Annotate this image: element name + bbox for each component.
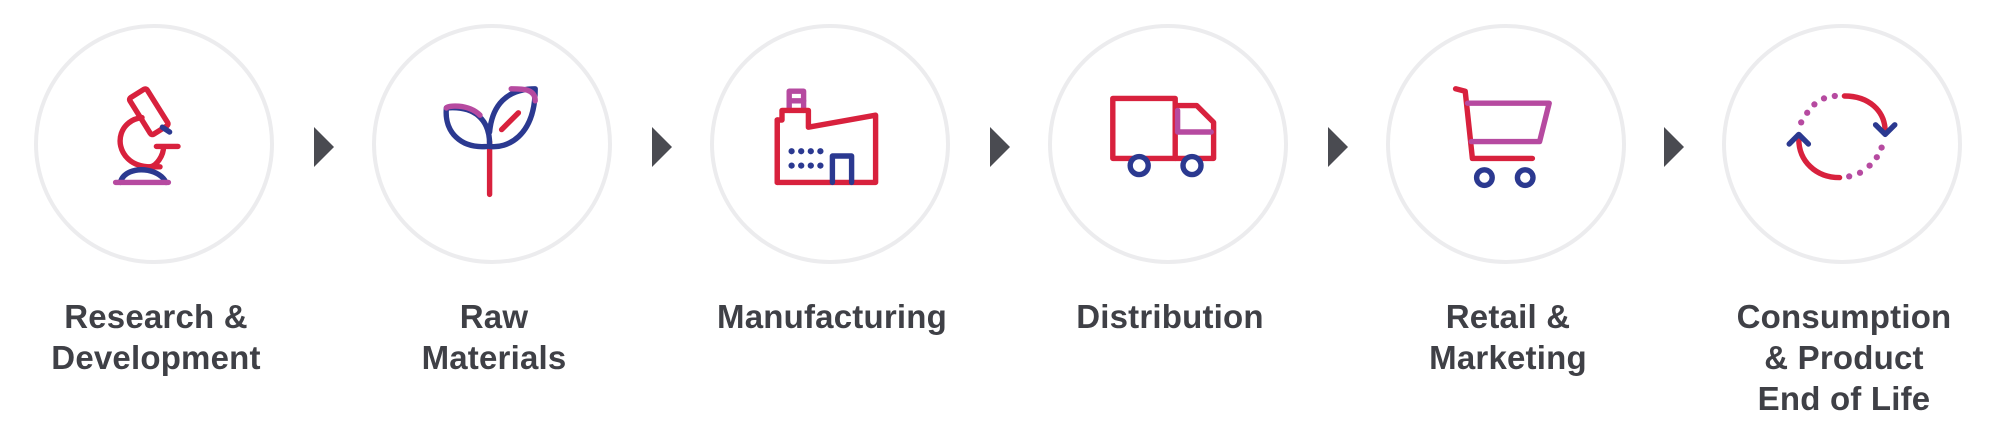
step-label: Consumption & Product End of Life bbox=[1694, 296, 1990, 419]
triangle-right-icon bbox=[312, 124, 336, 170]
step-circle bbox=[710, 24, 950, 264]
triangle-right-icon bbox=[1326, 124, 1350, 170]
sprout-icon bbox=[432, 84, 552, 204]
step-research-development: Research & Development bbox=[6, 0, 306, 442]
step-label-line: Marketing bbox=[1429, 339, 1587, 376]
step-circle bbox=[1722, 24, 1962, 264]
step-retail-marketing: Retail & Marketing bbox=[1358, 0, 1658, 442]
step-label-line: Manufacturing bbox=[717, 298, 947, 335]
step-label-line: End of Life bbox=[1757, 380, 1931, 417]
step-circle bbox=[34, 24, 274, 264]
step-raw-materials: Raw Materials bbox=[344, 0, 644, 442]
triangle-right-icon bbox=[1662, 124, 1686, 170]
step-label: Raw Materials bbox=[344, 296, 644, 378]
step-label-line: Raw bbox=[459, 298, 529, 335]
step-label-line: Consumption bbox=[1736, 298, 1952, 335]
step-label-line: Research & bbox=[64, 298, 248, 335]
step-consumption-end-of-life: Consumption & Product End of Life bbox=[1694, 0, 1990, 442]
microscope-icon bbox=[94, 84, 214, 204]
step-circle bbox=[1048, 24, 1288, 264]
step-label: Retail & Marketing bbox=[1358, 296, 1658, 378]
step-label-line: & Product bbox=[1764, 339, 1924, 376]
step-label: Distribution bbox=[1020, 296, 1320, 337]
triangle-right-icon bbox=[650, 124, 674, 170]
step-label-line: Distribution bbox=[1076, 298, 1264, 335]
step-label: Manufacturing bbox=[682, 296, 982, 337]
triangle-right-icon bbox=[988, 124, 1012, 170]
step-label-line: Retail & bbox=[1445, 298, 1571, 335]
step-label-line: Development bbox=[51, 339, 261, 376]
shopping-cart-icon bbox=[1446, 84, 1566, 204]
factory-icon bbox=[770, 84, 890, 204]
step-manufacturing: Manufacturing bbox=[682, 0, 982, 442]
step-label-line: Materials bbox=[421, 339, 567, 376]
step-label: Research & Development bbox=[6, 296, 306, 378]
truck-icon bbox=[1108, 84, 1228, 204]
step-distribution: Distribution bbox=[1020, 0, 1320, 442]
recycle-cycle-icon bbox=[1782, 84, 1902, 204]
